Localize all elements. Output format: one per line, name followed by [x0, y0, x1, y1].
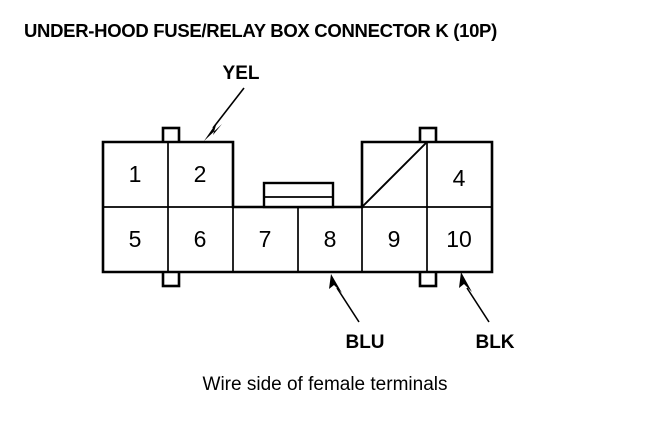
wire-label-yel: YEL	[223, 63, 260, 84]
terminal-number-8: 8	[324, 226, 337, 252]
terminal-number-4: 4	[453, 165, 466, 191]
center-latch	[262, 181, 335, 209]
yel-leader-line	[212, 87, 245, 129]
terminal-number-1: 1	[129, 161, 142, 187]
terminal-number-10: 10	[446, 226, 472, 252]
blk-arrowhead	[459, 272, 472, 292]
yel-arrowhead	[204, 122, 222, 141]
diagram-caption: Wire side of female terminals	[203, 374, 448, 395]
wire-label-blu: BLU	[345, 332, 384, 353]
terminal-number-2: 2	[194, 161, 207, 187]
wire-label-blk: BLK	[475, 332, 514, 353]
page-title: UNDER-HOOD FUSE/RELAY BOX CONNECTOR K (1…	[24, 20, 497, 41]
blank-cavity-diagonal-cell-3	[362, 142, 427, 207]
terminal-number-5: 5	[129, 226, 142, 252]
terminal-number-7: 7	[259, 226, 272, 252]
blk-leader-line	[466, 287, 490, 323]
terminal-number-6: 6	[194, 226, 207, 252]
terminal-number-9: 9	[388, 226, 401, 252]
blu-leader-line	[336, 287, 360, 323]
blu-arrowhead	[329, 274, 342, 293]
